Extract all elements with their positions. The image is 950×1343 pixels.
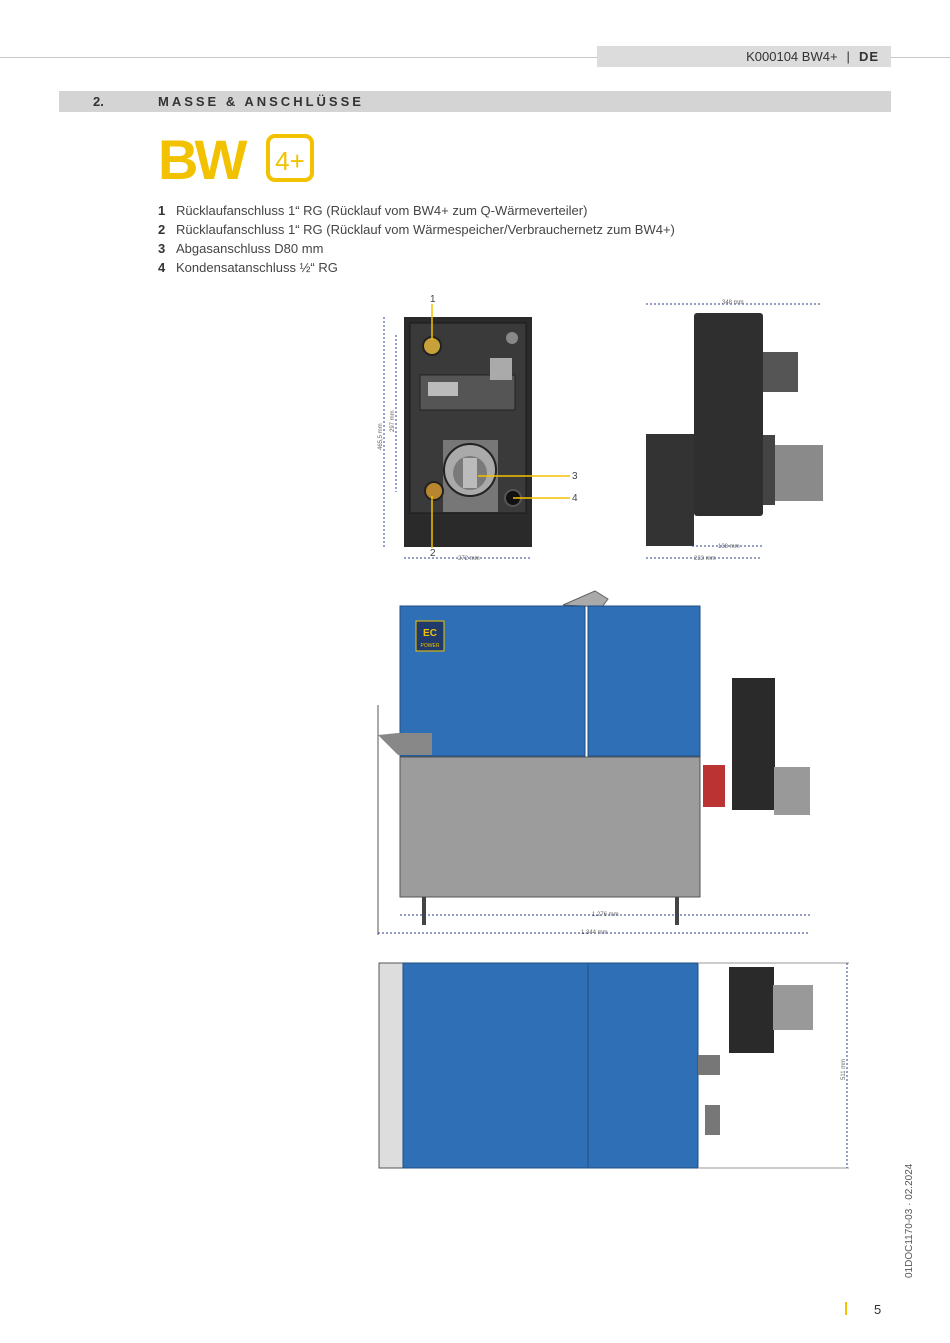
dim-unit-inner: 1.276 mm xyxy=(592,912,619,918)
section-bar xyxy=(59,91,891,112)
dim-front-width: 272 mm xyxy=(458,556,480,562)
language-code: DE xyxy=(858,49,879,64)
legend-item: 4 Kondensatanschluss ½“ RG xyxy=(158,258,675,277)
dim-front-height-inner: 297 mm xyxy=(390,410,396,432)
brand-power: POWER xyxy=(421,643,440,649)
legend-number: 2 xyxy=(158,222,166,237)
doc-id: K000104 BW4+ xyxy=(746,49,838,64)
dim-unit-total: 1.344 mm xyxy=(581,930,608,936)
callout-2: 2 xyxy=(430,548,436,559)
section-number: 2. xyxy=(93,94,104,109)
document-header: K000104 BW4+ | DE xyxy=(597,46,891,67)
callout-1: 1 xyxy=(430,294,436,305)
dim-side-bottom-inner: 138 mm xyxy=(718,544,740,550)
page-number: 5 xyxy=(874,1302,882,1317)
bw4-logo: BW 4+ xyxy=(158,132,314,184)
unit-side-view-drawing: EC POWER 1.276 mm 1.344 mm xyxy=(377,590,810,936)
dim-front-height-total: 465,5 mm xyxy=(378,423,384,450)
legend-number: 1 xyxy=(158,203,166,218)
unit-top-view-drawing: 511 mm xyxy=(378,962,849,1169)
callout-3: 3 xyxy=(572,471,578,482)
side-view-drawing: 348 mm 138 mm 233 mm xyxy=(646,300,823,562)
document-code: 01DOC1170-03 · 02.2024 xyxy=(904,1163,915,1278)
section-title: MASSE & ANSCHLÜSSE xyxy=(158,94,364,109)
legend-item: 1 Rücklaufanschluss 1“ RG (Rücklauf vom … xyxy=(158,201,675,220)
dim-top-depth: 511 mm xyxy=(841,1059,847,1080)
legend-number: 3 xyxy=(158,241,166,256)
legend-item: 2 Rücklaufanschluss 1“ RG (Rücklauf vom … xyxy=(158,220,675,239)
page-accent-bar xyxy=(845,1302,847,1315)
callout-4: 4 xyxy=(572,493,578,504)
connection-legend: 1 Rücklaufanschluss 1“ RG (Rücklauf vom … xyxy=(158,201,675,277)
legend-text: Rücklaufanschluss 1“ RG (Rücklauf vom BW… xyxy=(176,203,588,218)
header-separator: | xyxy=(846,49,850,64)
legend-text: Rücklaufanschluss 1“ RG (Rücklauf vom Wä… xyxy=(176,222,675,237)
logo-text: BW xyxy=(158,132,247,184)
logo-badge-text: 4+ xyxy=(275,146,305,176)
dim-side-top: 348 mm xyxy=(722,300,744,306)
legend-text: Kondensatanschluss ½“ RG xyxy=(176,260,338,275)
legend-item: 3 Abgasanschluss D80 mm xyxy=(158,239,675,258)
front-view-drawing: 1 2 3 4 465,5 mm 297 mm 272 mm xyxy=(378,294,578,562)
legend-text: Abgasanschluss D80 mm xyxy=(176,241,324,256)
legend-number: 4 xyxy=(158,260,166,275)
logo-badge-frame xyxy=(266,134,314,182)
brand-ec: EC xyxy=(423,628,437,639)
dim-side-bottom-total: 233 mm xyxy=(694,556,716,562)
header-rule xyxy=(0,57,950,58)
